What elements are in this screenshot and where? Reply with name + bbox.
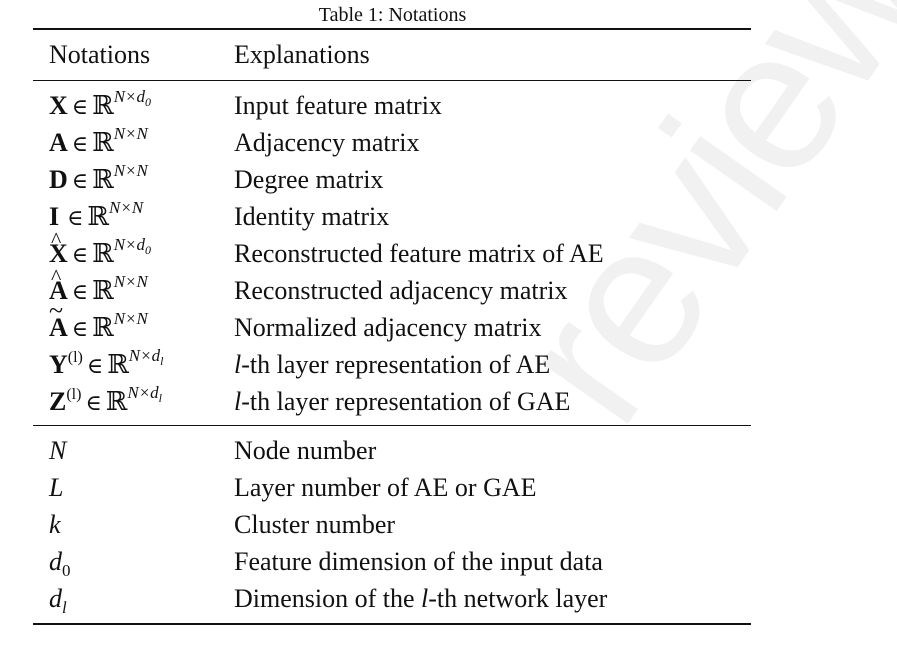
explanation-cell: Node number [234, 436, 377, 465]
notation-cell: d0 [49, 547, 71, 580]
explanation-cell: Degree matrix [234, 165, 384, 194]
header-notations: Notations [49, 40, 151, 69]
table-row: ^X∈ℝN×d0 Reconstructed feature matrix of… [33, 227, 751, 272]
table-row: L Layer number of AE or GAE [33, 469, 751, 506]
explanation-cell: Identity matrix [234, 202, 390, 231]
table-row: Z(l)∈ℝN×dl l-th layer representation of … [33, 383, 751, 420]
table-row: d0 Feature dimension of the input data [33, 543, 751, 580]
explanation-cell: Cluster number [234, 510, 396, 539]
explanation-cell: Dimension of the l-th network layer [234, 584, 608, 613]
table-row: A∈ℝN×N Adjacency matrix [33, 124, 751, 161]
notation-cell: Y(l)∈ℝN×dl [49, 346, 164, 379]
notation-cell: L [49, 473, 64, 502]
tilde-accent: ~ [49, 296, 64, 325]
explanation-cell: Input feature matrix [234, 91, 442, 120]
middle-rule [33, 425, 751, 426]
explanation-cell: Adjacency matrix [234, 128, 420, 157]
scalar-section: N Node number L Layer number of AE or GA… [33, 426, 751, 623]
notation-cell: Z(l)∈ℝN×dl [49, 383, 163, 416]
table-row: k Cluster number [33, 506, 751, 543]
bottom-rule [33, 623, 751, 625]
notation-cell: k [49, 510, 61, 539]
table-row: D∈ℝN×N Degree matrix [33, 161, 751, 198]
hat-accent: ^ [51, 227, 62, 252]
header-rule [33, 80, 751, 81]
explanation-cell: Reconstructed adjacency matrix [234, 276, 568, 305]
notation-cell: ^A∈ℝN×N [49, 264, 148, 312]
matrix-section: X∈ℝN×d0 Input feature matrix A∈ℝN×N Adja… [33, 81, 751, 425]
notation-cell: dl [49, 584, 67, 617]
explanation-cell: Reconstructed feature matrix of AE [234, 239, 604, 268]
hat-accent: ^ [51, 264, 62, 289]
notation-cell: D∈ℝN×N [49, 161, 148, 194]
explanation-cell: l-th layer representation of GAE [234, 387, 571, 416]
header-explanations: Explanations [234, 40, 370, 69]
explanation-cell: l-th layer representation of AE [234, 350, 551, 379]
table-row: Y(l)∈ℝN×dl l-th layer representation of … [33, 346, 751, 383]
table-row: X∈ℝN×d0 Input feature matrix [33, 87, 751, 124]
notation-cell: ~A∈ℝN×N [49, 296, 148, 349]
notation-cell: X∈ℝN×d0 [49, 87, 151, 120]
table-row: dl Dimension of the l-th network layer [33, 580, 751, 617]
table-row: ^A∈ℝN×N Reconstructed adjacency matrix [33, 264, 751, 312]
explanation-cell: Normalized adjacency matrix [234, 313, 542, 342]
notation-cell: N [49, 436, 67, 465]
table-header-row: Notations Explanations [33, 30, 751, 80]
notation-cell: I∈ℝN×N [49, 198, 144, 231]
explanation-cell: Feature dimension of the input data [234, 547, 603, 576]
notations-table: Notations Explanations X∈ℝN×d0 Input fea… [33, 28, 751, 625]
notation-cell: A∈ℝN×N [49, 124, 148, 157]
table-row: N Node number [33, 432, 751, 469]
notation-cell: ^X∈ℝN×d0 [49, 227, 151, 277]
table-row: I∈ℝN×N Identity matrix [33, 198, 751, 235]
top-rule [33, 28, 751, 30]
explanation-cell: Layer number of AE or GAE [234, 473, 537, 502]
table-caption: Table 1: Notations [318, 4, 467, 26]
table-row: ~A∈ℝN×N Normalized adjacency matrix [33, 296, 751, 349]
